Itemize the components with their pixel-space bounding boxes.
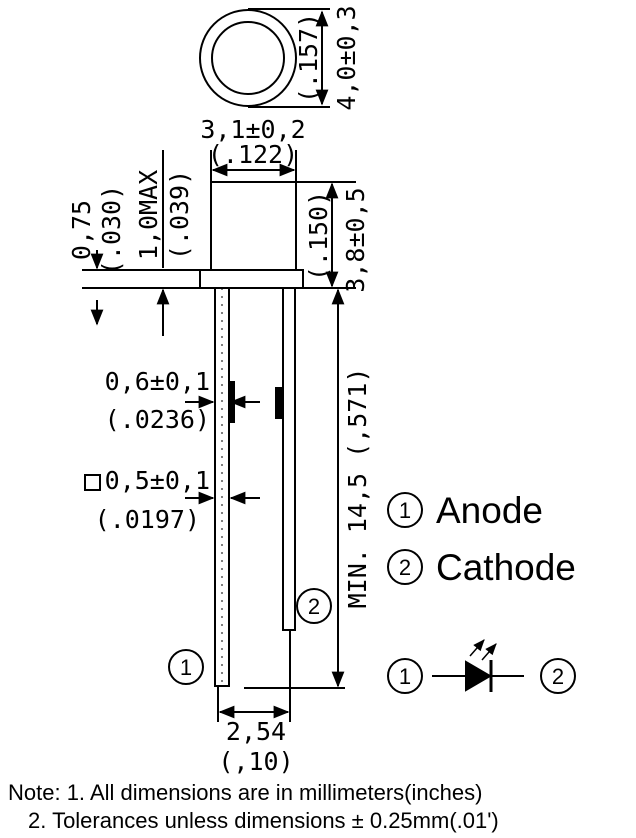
- cathode-number: 2: [399, 555, 411, 580]
- led-schematic-symbol-icon: [387, 639, 576, 694]
- lead-length: MIN. 14,5 (,571): [343, 368, 372, 609]
- top-diameter-in: (.157): [294, 13, 323, 103]
- body-width-dimension: [210, 150, 297, 182]
- flange-in: (.030): [97, 185, 126, 275]
- note-line-1: Note: 1. All dimensions are in millimete…: [8, 780, 483, 805]
- pin1-circle-icon: [168, 649, 204, 685]
- pin1-number: 1: [180, 655, 192, 680]
- schematic-cathode-number: 2: [552, 664, 564, 689]
- square-symbol-icon: [84, 474, 101, 491]
- lead-spacing-dimension: [217, 630, 291, 722]
- body-height-mm: 3,8±0,5: [341, 187, 370, 292]
- pin2-number: 2: [308, 594, 320, 619]
- anode-number: 1: [399, 498, 411, 523]
- lead-spacing-in: (,10): [218, 747, 293, 776]
- lead-square-mm: 0,5±0,1: [105, 466, 210, 495]
- top-view: [199, 8, 330, 108]
- anode-label: Anode: [436, 490, 543, 531]
- body-width-in: (.122): [208, 140, 298, 169]
- led-body: [199, 181, 304, 289]
- schematic-anode-number: 1: [399, 664, 411, 689]
- body-height-dimension: [296, 181, 356, 289]
- flange-mm: 0,75: [67, 200, 96, 260]
- cathode-label: Cathode: [436, 547, 576, 588]
- body-width-mm: 3,1±0,2: [200, 115, 305, 144]
- lead-square-in: (.0197): [95, 505, 200, 534]
- pin2-circle-icon: [296, 588, 332, 624]
- flange-max-mm: 1,0MAX: [134, 170, 163, 260]
- flange-max-in: (.039): [165, 170, 194, 260]
- lead-length-dimension: [244, 288, 345, 689]
- cathode-circle-icon: [387, 549, 423, 585]
- lead-thickness-in: (.0236): [105, 405, 210, 434]
- lead-thickness-mm: 0,6±0,1: [105, 367, 210, 396]
- flange-dimension: [82, 150, 200, 336]
- note-line-2: 2. Tolerances unless dimensions ± 0.25mm…: [28, 808, 499, 833]
- anode-circle-icon: [387, 492, 423, 528]
- top-diameter-mm: 4,0±0,3: [332, 5, 361, 110]
- leads: [214, 287, 296, 687]
- lead-spacing-mm: 2,54: [226, 717, 286, 746]
- body-height-in: (.150): [304, 191, 333, 281]
